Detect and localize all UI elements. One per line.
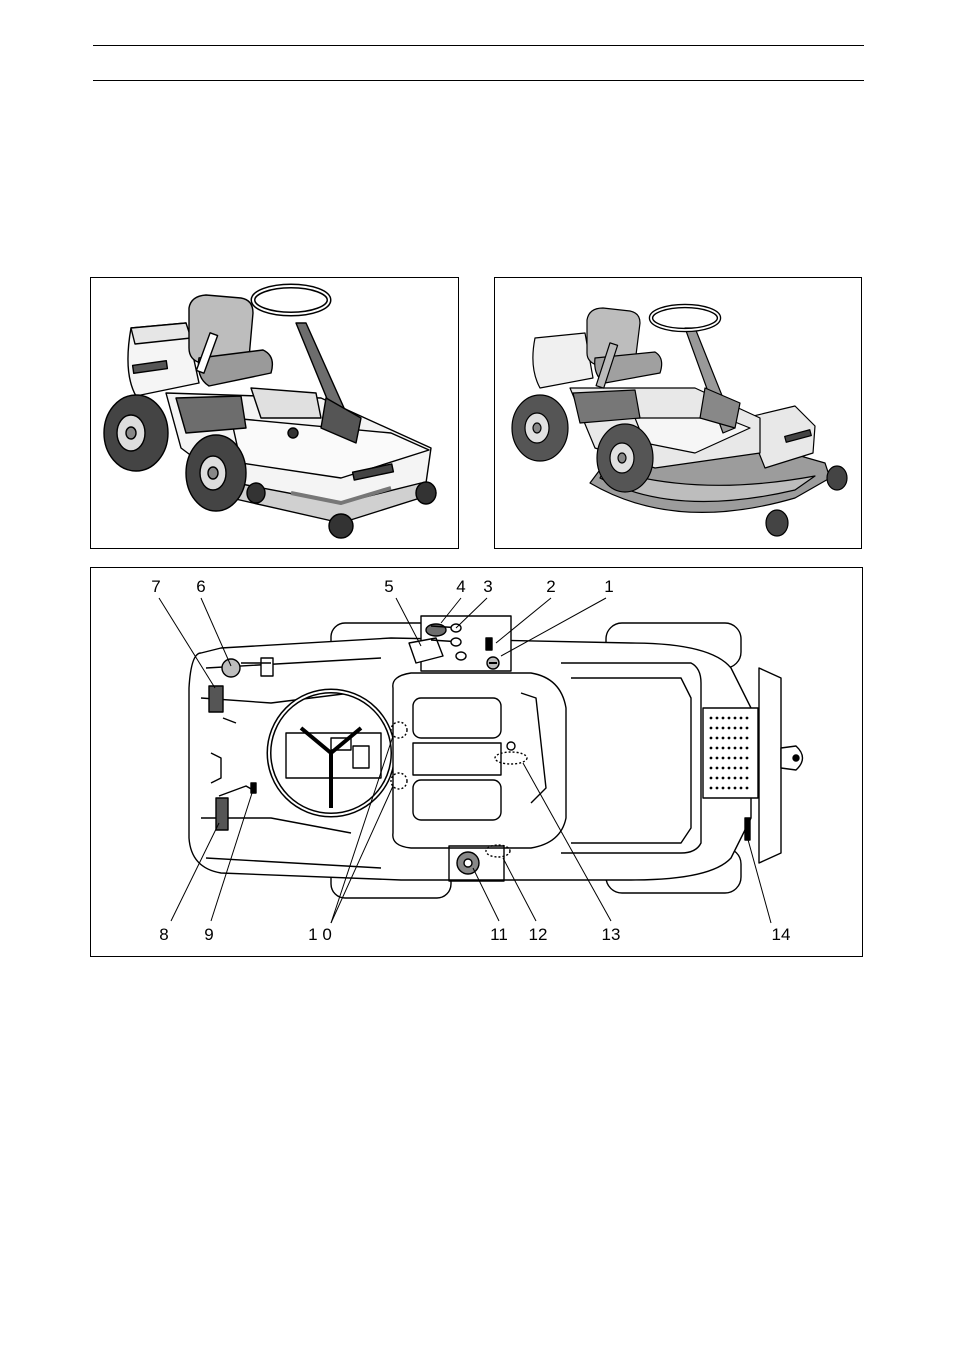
figure-top-view-controls: 1 2 3 4 5 6 7 8 9 1 0 11 12 13 14 bbox=[90, 567, 863, 957]
callout-4: 4 bbox=[456, 578, 465, 595]
callout-5: 5 bbox=[384, 578, 393, 595]
fuel-cap bbox=[222, 659, 240, 677]
callout-6: 6 bbox=[196, 578, 205, 595]
callout-13: 13 bbox=[602, 926, 621, 943]
callout-14: 14 bbox=[772, 926, 791, 943]
top-view-diagram bbox=[91, 568, 863, 957]
lever-7 bbox=[209, 686, 223, 712]
callout-7: 7 bbox=[151, 578, 160, 595]
callout-12: 12 bbox=[529, 926, 548, 943]
callout-9: 9 bbox=[204, 926, 213, 943]
callout-3: 3 bbox=[483, 578, 492, 595]
callout-2: 2 bbox=[546, 578, 555, 595]
header-rule-top bbox=[93, 45, 864, 46]
callout-10: 1 0 bbox=[308, 926, 332, 943]
figure-rider-without-deck bbox=[90, 277, 459, 549]
rider-with-deck-illustration bbox=[495, 278, 862, 549]
rear-grille bbox=[703, 708, 758, 798]
callout-11: 11 bbox=[490, 926, 508, 943]
callout-8: 8 bbox=[159, 926, 168, 943]
header-rule-bottom bbox=[93, 80, 864, 81]
rider-illustration bbox=[91, 278, 459, 549]
callout-1: 1 bbox=[604, 578, 613, 595]
rear-bumper bbox=[759, 668, 781, 863]
figure-rider-with-deck bbox=[494, 277, 862, 549]
